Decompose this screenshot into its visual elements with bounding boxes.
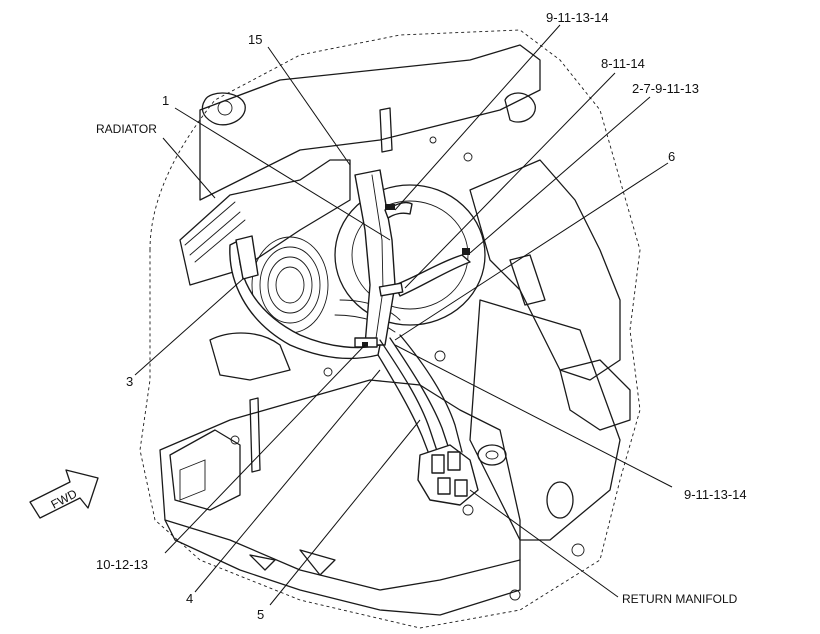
return-manifold — [417, 444, 507, 506]
radiator-frame — [179, 44, 541, 286]
callout-return-manifold: RETURN MANIFOLD — [622, 592, 738, 606]
callout-right-low: 9-11-13-14 — [684, 487, 747, 502]
hose-clamps — [354, 204, 470, 348]
callout-bottom-left: 10-12-13 — [96, 557, 148, 572]
machine-frame-outline — [139, 29, 641, 629]
callout-3: 3 — [126, 374, 133, 389]
callout-1: 1 — [162, 93, 169, 108]
callout-radiator: RADIATOR — [96, 122, 157, 136]
callout-labels: 9-11-13-14 15 8-11-14 2-7-9-11-13 1 RADI… — [96, 10, 747, 622]
callout-6: 6 — [668, 149, 675, 164]
leader-lines — [134, 24, 673, 606]
callout-top-1: 9-11-13-14 — [546, 10, 609, 25]
callout-15: 15 — [248, 32, 262, 47]
callout-top-3: 2-7-9-11-13 — [632, 81, 699, 96]
fwd-arrow: FWD — [29, 469, 99, 519]
hose-assembly — [229, 169, 471, 463]
callout-top-2: 8-11-14 — [601, 56, 645, 71]
engine-housing — [429, 136, 631, 601]
callout-5: 5 — [257, 607, 264, 622]
chassis-platform — [159, 332, 521, 616]
callout-4: 4 — [186, 591, 193, 606]
